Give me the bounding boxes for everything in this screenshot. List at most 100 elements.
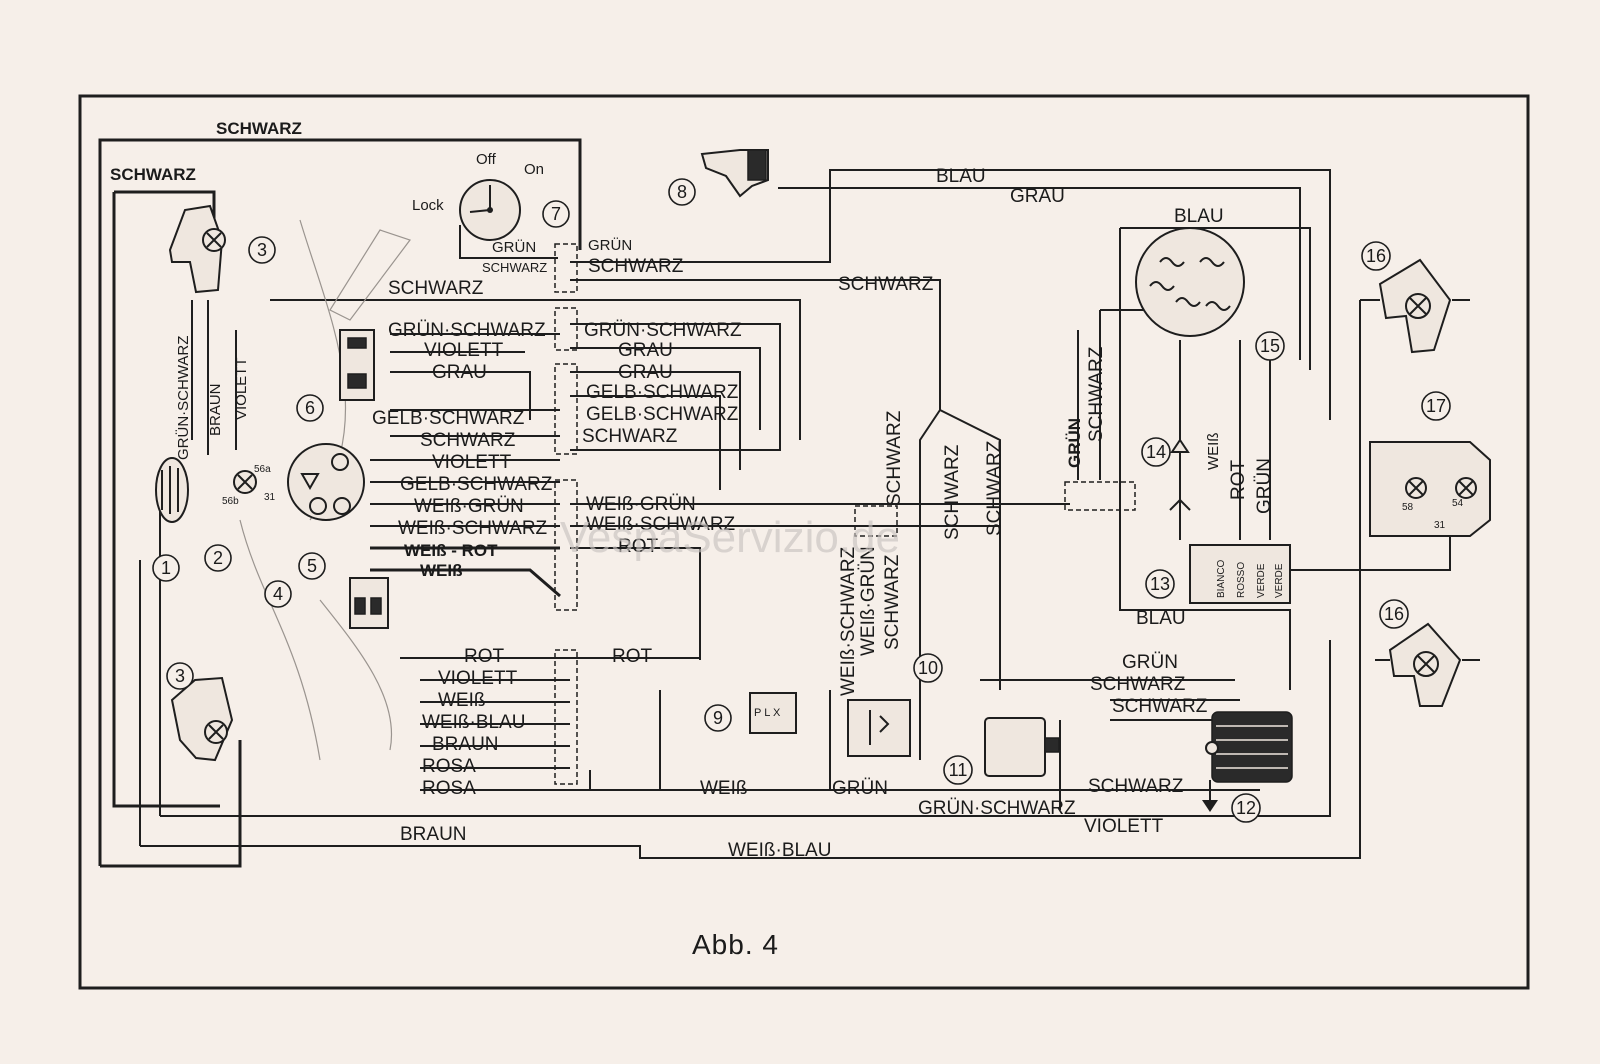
voltage-regulator [1202, 711, 1293, 812]
wire-label: SCHWARZ [216, 119, 302, 138]
component-callouts: 1 2 3 3 4 5 6 7 [152, 178, 1451, 823]
callout-3-top: 3 [248, 236, 276, 264]
horn-switch-contact [347, 373, 367, 389]
callout-circle [542, 200, 570, 228]
wire-rot-right [570, 547, 701, 660]
callout-number: 7 [551, 204, 561, 224]
electronic-unit-icon [869, 710, 890, 745]
wire-label: GELB·SCHWARZ [372, 408, 525, 429]
handlebar-grip-upper [329, 229, 411, 321]
callout-4: 4 [264, 580, 292, 608]
callout-number: 12 [1236, 798, 1256, 818]
ignition-on-label: On [524, 161, 544, 178]
wire-braun-bottom [160, 640, 1331, 817]
ignition-key-icon [469, 185, 491, 213]
callout-7: 7 [542, 200, 570, 228]
wire-label: WEIß [420, 561, 463, 580]
wire-label: WEIß [438, 690, 486, 711]
ground-icon [1202, 800, 1218, 812]
wire-schwarz-top [98, 138, 582, 866]
wire-label: WEIß·GRÜN [858, 546, 879, 656]
callout-number: 1 [161, 558, 171, 578]
bulb-cross-icon [1408, 480, 1424, 496]
callout-9: 9 [704, 704, 732, 732]
wire-label: VIOLETT [233, 357, 250, 420]
wire-label: GRÜN·SCHWARZ [174, 336, 192, 460]
horn-coil [747, 149, 767, 181]
terminal-label: 31 [264, 492, 276, 503]
callout-5: 5 [298, 552, 326, 580]
callout-circle [668, 178, 696, 206]
callout-number: 2 [213, 548, 223, 568]
stator-coil-icon [1205, 301, 1231, 311]
callout-number: 4 [273, 584, 283, 604]
callout-16-bottom: 16 [1379, 599, 1409, 629]
callout-circle [704, 704, 732, 732]
front-indicator-bottom [170, 676, 234, 762]
regulator-mount [1205, 741, 1219, 755]
headlight [155, 457, 189, 523]
tail-light [1369, 441, 1491, 537]
callout-15: 15 [1255, 331, 1285, 361]
callout-number: 11 [949, 760, 968, 780]
stator-coil-icon [1149, 281, 1175, 291]
wire-schwarz-bottom [100, 740, 242, 868]
bulb-cross-icon [1458, 480, 1474, 496]
wire-label: SCHWARZ [1112, 696, 1208, 717]
wire-grau-left [390, 371, 531, 420]
callout-circle [166, 662, 194, 690]
terminal-label: 56b [222, 496, 239, 507]
wire-weiss-blau-bottom [140, 300, 1361, 859]
callout-13: 13 [1145, 569, 1175, 599]
wire-label: SCHWARZ [1086, 346, 1107, 442]
cdi-terminal-label: P L X [754, 707, 781, 719]
voltage-regulator-body [1211, 711, 1293, 783]
callout-1: 1 [152, 554, 180, 582]
wire-label: SCHWARZ [882, 554, 903, 650]
wire-gelb-schwarz-right [570, 395, 721, 490]
wire-label: SCHWARZ [420, 430, 516, 451]
wire-label: SCHWARZ [388, 278, 484, 299]
callout-circle [1379, 599, 1409, 629]
stop-switch [349, 577, 389, 629]
wire-label: VIOLETT [424, 340, 504, 361]
stop-switch-contact [370, 597, 382, 615]
terminal-block-body [1189, 544, 1291, 604]
wire-label: GELB·SCHWARZ [586, 404, 739, 425]
callout-number: 5 [307, 556, 317, 576]
wire-label: SCHWARZ [942, 444, 963, 540]
wire-label: WEIß·SCHWARZ [838, 546, 859, 696]
wire-schwarz-left-down [112, 192, 220, 808]
stop-switch-contact [354, 597, 366, 615]
stator-housing [1135, 227, 1245, 337]
wire-label: VIOLETT [432, 452, 512, 473]
warning-light-arrow-icon [1170, 438, 1190, 453]
wire-label: BRAUN [432, 734, 499, 755]
wire-grau-right-1 [570, 347, 761, 430]
wire-label: WEIß·GRÜN [414, 496, 524, 517]
callout-number: 10 [918, 658, 938, 678]
callout-circle [913, 653, 943, 683]
wire-label: GRÜN [1254, 458, 1275, 514]
diagram-frame [78, 94, 1530, 990]
callout-circle [152, 554, 180, 582]
callout-number: 3 [257, 240, 267, 260]
wire-label: SCHWARZ [984, 440, 1005, 536]
wire-label: SCHWARZ [838, 274, 934, 295]
wire-label: SCHWARZ [110, 165, 196, 184]
headlight-lens-icon [161, 466, 179, 514]
wire-labels: SCHWARZ SCHWARZ GRÜN·SCHWARZ BRAUN VIOLE… [110, 119, 1275, 861]
wire-label: WEIß·BLAU [422, 712, 525, 733]
callout-6: 6 [296, 394, 324, 422]
connector-block-4 [554, 479, 578, 611]
front-indicator-top [168, 204, 226, 294]
ignition-off-label: Off [476, 151, 497, 168]
wire-label: ROSA [422, 778, 476, 799]
cdi-box [749, 692, 797, 734]
stator-coil-icon [1159, 257, 1185, 267]
wire-label: SCHWARZ [1088, 776, 1184, 797]
wire-label: WEIß·GRÜN [586, 494, 696, 515]
callout-12: 12 [1231, 793, 1261, 823]
wire-label: WEIß·SCHWARZ [586, 514, 736, 535]
